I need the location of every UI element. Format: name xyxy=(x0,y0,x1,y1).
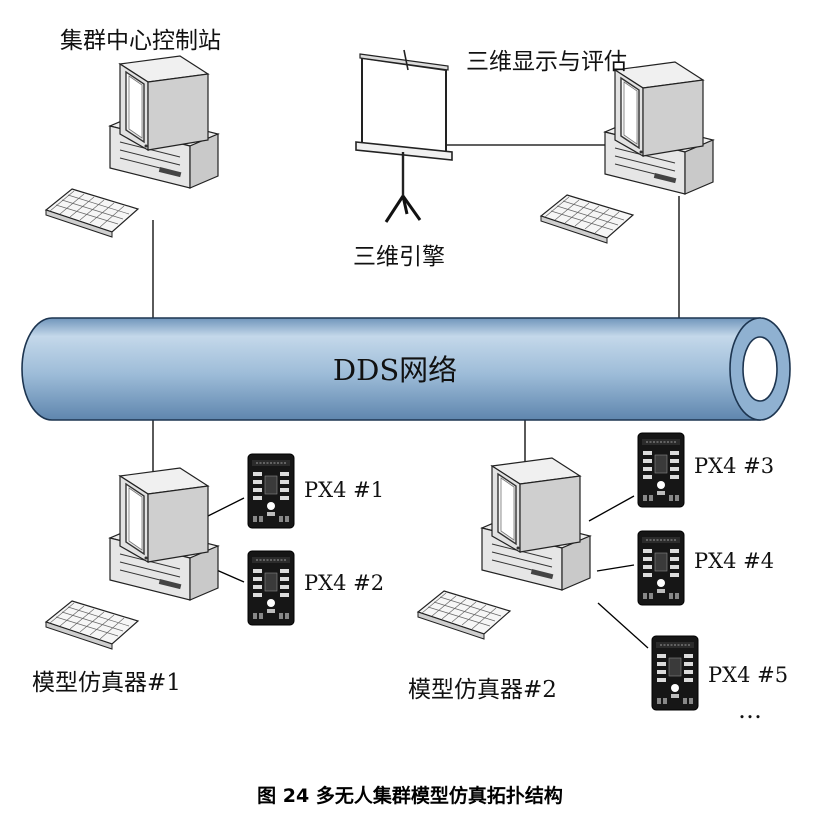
px4-board-icon xyxy=(247,453,295,529)
px4-board-4: PX4 #4 xyxy=(637,530,774,606)
projection-screen-icon: 三维引擎 xyxy=(353,49,453,270)
wire-sim2-to-px4-3 xyxy=(588,495,635,522)
px4-label-5: PX4 #5 xyxy=(708,663,788,687)
control-station-label: 集群中心控制站 xyxy=(60,28,221,54)
px4-label-2: PX4 #2 xyxy=(304,571,384,595)
simulator-1: 模型仿真器#1 xyxy=(32,467,219,696)
px4-board-1: PX4 #1 xyxy=(247,453,384,529)
px4-board-icon xyxy=(637,432,685,508)
px4-board-icon xyxy=(247,550,295,626)
simulator-1-label: 模型仿真器#1 xyxy=(32,670,181,696)
control-station: 集群中心控制站 xyxy=(45,28,221,238)
network-label: DDS网络 xyxy=(333,353,457,387)
more-boards-ellipsis: … xyxy=(738,696,762,724)
wire-sim2-to-px4-5 xyxy=(597,602,649,649)
display-evaluation-label: 三维显示与评估 xyxy=(466,49,627,75)
simulator-2-computer-icon xyxy=(417,457,591,640)
control-station-computer-icon xyxy=(45,55,219,238)
px4-board-icon xyxy=(637,530,685,606)
px4-label-3: PX4 #3 xyxy=(694,454,774,478)
px4-board-icon xyxy=(651,635,699,711)
dds-network-tube: DDS网络 xyxy=(21,317,791,421)
display-evaluation-computer-icon xyxy=(540,61,714,244)
figure-caption: 图 24 多无人集群模型仿真拓扑结构 xyxy=(257,784,563,807)
simulator-1-computer-icon xyxy=(45,467,219,650)
px4-label-1: PX4 #1 xyxy=(304,478,384,502)
px4-board-3: PX4 #3 xyxy=(637,432,774,508)
simulator-2: 模型仿真器#2 xyxy=(408,457,591,703)
wire-sim2-to-px4-4 xyxy=(596,564,635,572)
px4-label-4: PX4 #4 xyxy=(694,549,774,573)
engine-3d-label: 三维引擎 xyxy=(353,244,445,270)
px4-board-5: PX4 #5 xyxy=(651,635,788,711)
px4-board-2: PX4 #2 xyxy=(247,550,384,626)
simulator-2-label: 模型仿真器#2 xyxy=(408,677,557,703)
display-evaluation-station: 三维显示与评估 xyxy=(466,49,714,244)
